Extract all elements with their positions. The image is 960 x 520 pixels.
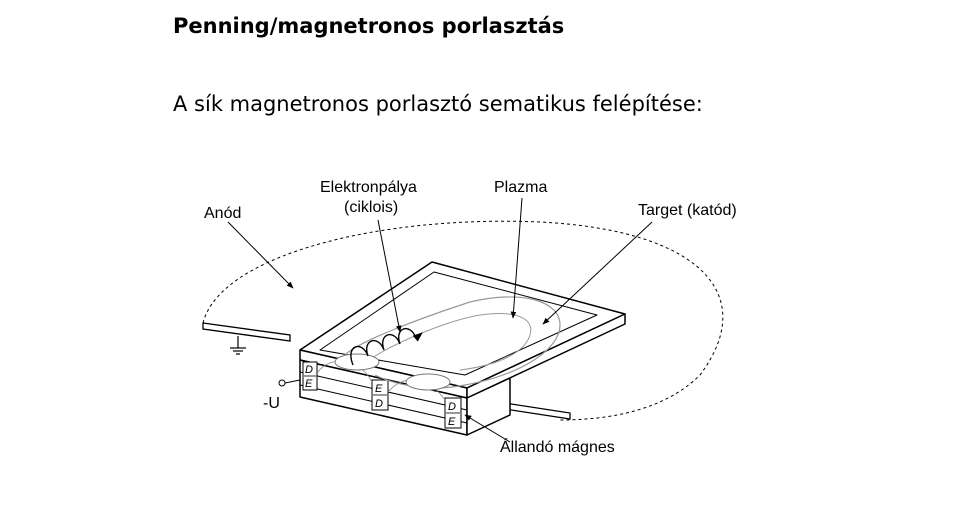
plasma-label: Plazma [494, 179, 547, 196]
magnet-left: D E [302, 361, 318, 391]
slide-title: Penning/magnetronos porlasztás [173, 14, 565, 38]
voltage-terminal [278, 379, 286, 387]
plasma-pointer-arrow [510, 197, 523, 319]
anode-label: Anód [204, 205, 241, 222]
anode-envelope-dashed [202, 220, 724, 421]
plasma-glow [334, 353, 451, 391]
pole-mark: E [375, 383, 383, 395]
electron-path-label: Elektronpálya [320, 179, 417, 196]
magnet-middle: E D [371, 379, 389, 411]
pole-mark: E [305, 378, 313, 390]
anode-pointer-arrow [227, 221, 294, 289]
target-pointer-arrow [542, 221, 653, 325]
pole-mark: D [375, 398, 383, 410]
magnet-right: D E [444, 397, 462, 429]
target-label: Target (katód) [638, 202, 737, 219]
magnet-label: Állandó mágnes [500, 437, 615, 456]
electron-path-sublabel: (ciklois) [344, 199, 398, 216]
voltage-label: -U [263, 395, 280, 412]
magnet-pointer-arrow [464, 414, 511, 443]
electron-path-pointer-arrow [377, 219, 402, 333]
pole-mark: E [448, 416, 456, 428]
ground-icon [230, 336, 246, 355]
pole-mark: D [305, 364, 313, 376]
anode-plate-left [202, 322, 291, 342]
pole-mark: D [448, 401, 456, 413]
slide-subtitle: A sík magnetronos porlasztó sematikus fe… [173, 92, 703, 116]
